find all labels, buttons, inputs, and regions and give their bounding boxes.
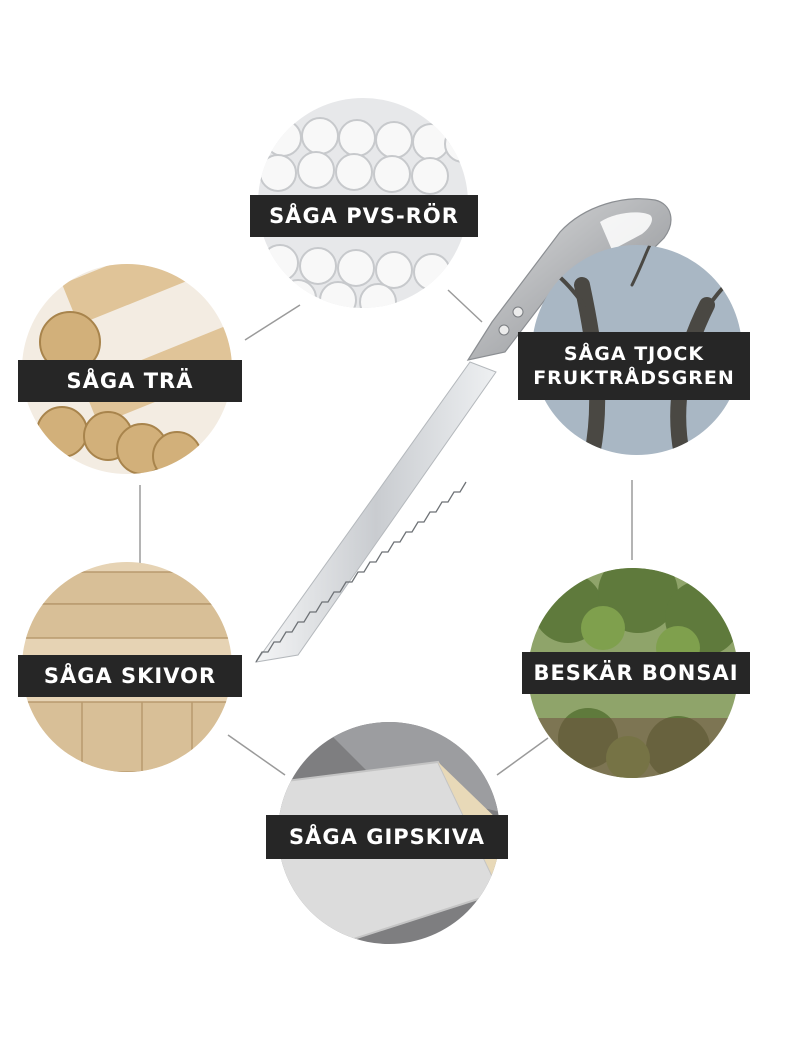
label-boards-text: SÅGA SKIVOR	[43, 664, 217, 688]
label-fruit-tree-branch-line1: SÅGA TJOCK	[563, 343, 705, 365]
label-boards: SÅGA SKIVOR	[18, 655, 242, 697]
label-wood: SÅGA TRÄ	[18, 360, 242, 402]
label-gypsum-board-text: SÅGA GIPSKIVA	[289, 825, 485, 849]
label-fruit-tree-branch: SÅGA TJOCK FRUKTRÅDSGREN	[518, 332, 750, 400]
bonsai-image	[528, 568, 738, 778]
label-gypsum-board: SÅGA GIPSKIVA	[266, 815, 508, 859]
label-fruit-tree-branch-line2: FRUKTRÅDSGREN	[533, 367, 735, 389]
label-pvc-pipes: SÅGA PVS-RÖR	[250, 195, 478, 237]
label-wood-text: SÅGA TRÄ	[66, 369, 194, 393]
label-bonsai: BESKÄR BONSAI	[522, 652, 750, 694]
label-bonsai-text: BESKÄR BONSAI	[533, 661, 739, 685]
label-pvc-pipes-text: SÅGA PVS-RÖR	[269, 204, 459, 228]
